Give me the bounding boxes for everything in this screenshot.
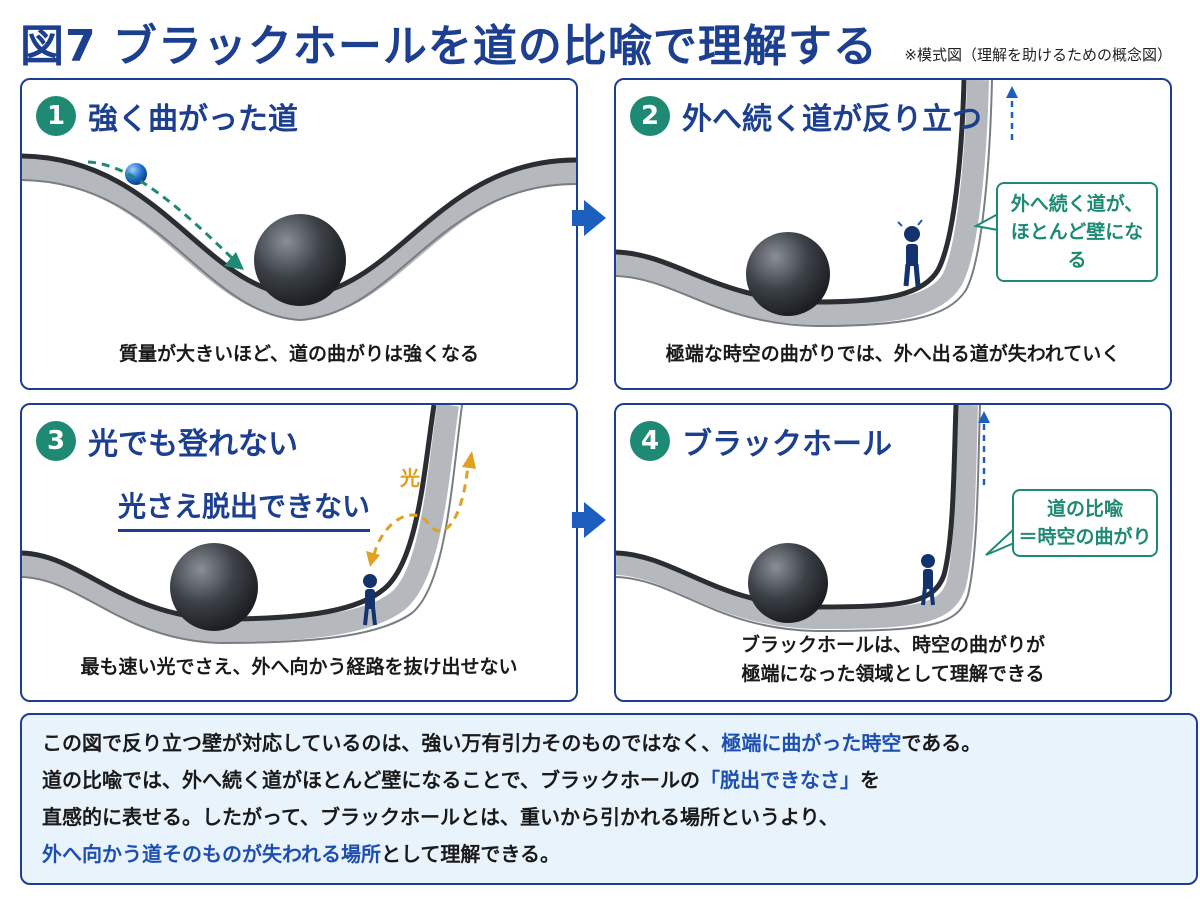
summary-box: この図で反り立つ壁が対応しているのは、強い万有引力そのものではなく、極端に曲がっ…: [20, 713, 1198, 885]
panel-4-caption: ブラックホールは、時空の曲がりが 極端になった領域として理解できる: [616, 631, 1170, 689]
panel-1-title: 1 強く曲がった道: [36, 94, 298, 138]
panel-2: 2 外へ続く道が反り立つ 外へ続く道が、 ほとんど壁になる 極端な時空の曲がりで…: [614, 78, 1172, 390]
panel-1-caption-line: 質量が大きいほど、道の曲がりは強くなる: [118, 343, 480, 365]
panel-4: 4 ブラックホール 道の比喩 ＝時空の曲がり ブラックホールは、時空の曲がりが …: [614, 403, 1172, 702]
road-bottom-edge: [22, 405, 463, 645]
heavy-mass-sphere: [746, 232, 830, 316]
flow-arrow-right-icon: [572, 502, 606, 538]
summary-highlight: 「脱出できなさ」: [700, 768, 860, 792]
road-surface: [22, 156, 576, 321]
page-title: 図7 ブラックホールを道の比喩で理解する: [20, 21, 878, 72]
roll-path-arrow: [87, 160, 234, 260]
panel-4-title: 4 ブラックホール: [630, 419, 892, 463]
surprise-mark: [897, 221, 903, 227]
panel-2-number: 2: [630, 96, 670, 136]
light-label: 光: [400, 466, 420, 490]
upward-arrowhead: [978, 411, 990, 423]
callout-tail: [985, 526, 1015, 556]
person-figure: [921, 554, 935, 606]
panel-4-caption-line: ブラックホールは、時空の曲がりが: [740, 634, 1045, 656]
schematic-note: ※模式図（理解を助けるための概念図）: [904, 46, 1172, 64]
panel-2-illustration: [616, 80, 1018, 328]
summary-line: この図で反り立つ壁が対応しているのは、強い万有引力そのものではなく、極端に曲がっ…: [42, 725, 1186, 762]
road-edge: [616, 80, 967, 305]
summary-text: である。: [901, 731, 982, 755]
summary-line: 道の比喩では、外へ続く道がほとんど壁になることで、ブラックホールの「脱出できなさ…: [42, 762, 1186, 799]
panel-2-caption-line: 極端な時空の曲がりでは、外へ出る道が失われていく: [665, 343, 1121, 365]
panel-3-illustration: [22, 405, 476, 645]
panel-4-callout: 道の比喩 ＝時空の曲がり: [1012, 489, 1158, 557]
small-ball: [125, 163, 147, 185]
person-figure: [363, 574, 377, 626]
panel-4-heading: ブラックホール: [682, 427, 892, 462]
summary-line: 外へ向かう道そのものが失われる場所として理解できる。: [42, 836, 1186, 873]
panel-2-caption: 極端な時空の曲がりでは、外へ出る道が失われていく: [616, 340, 1170, 369]
panel-1-heading: 強く曲がった道: [88, 102, 298, 137]
callout-tail: [973, 212, 999, 232]
roll-arrowhead: [224, 252, 244, 270]
panel-1-number: 1: [36, 96, 76, 136]
summary-line: 直感的に表せる。したがって、ブラックホールとは、重いから引かれる場所というより、: [42, 799, 1186, 836]
panel-4-number: 4: [630, 421, 670, 461]
summary-text: この図で反り立つ壁が対応しているのは、強い万有引力そのものではなく、: [42, 731, 722, 755]
panel-3-heading: 光でも登れない: [88, 427, 298, 462]
summary-text: 道の比喩では、外へ続く道がほとんど壁になることで、ブラックホールの: [42, 768, 700, 792]
road-bottom-edge: [616, 405, 981, 633]
summary-text: として理解できる。: [381, 842, 560, 866]
panel-3-caption-line: 最も速い光でさえ、外へ向かう経路を抜け出せない: [80, 656, 518, 678]
panel-1-caption: 質量が大きいほど、道の曲がりは強くなる: [22, 340, 576, 369]
road-bottom-edge: [22, 179, 576, 322]
panel-3-subtitle: 光さえ脱出できない: [118, 485, 371, 532]
panel-4-caption-line: 極端になった領域として理解できる: [741, 663, 1045, 685]
panel-1-illustration: [22, 153, 576, 322]
header: 図7 ブラックホールを道の比喩で理解する ※模式図（理解を助けるための概念図）: [20, 8, 1180, 76]
light-arrowhead-down: [366, 551, 380, 567]
panel-1: 1 強く曲がった道 質量が大きいほど、道の曲がりは強くなる: [20, 78, 578, 390]
road-bottom-edge: [616, 80, 993, 328]
callout-line: ほとんど壁になる: [1010, 221, 1144, 271]
summary-highlight: 極端に曲がった時空: [721, 731, 902, 755]
light-arrowhead-up: [462, 451, 476, 469]
summary-text: 直感的に表せる。したがって、ブラックホールとは、重いから引かれる場所というより、: [42, 805, 839, 829]
road-surface: [616, 80, 989, 326]
panel-2-callout: 外へ続く道が、 ほとんど壁になる: [996, 182, 1158, 282]
light-path: [372, 464, 470, 556]
panel-2-title: 2 外へ続く道が反り立つ: [630, 94, 982, 138]
panel-3-title: 3 光でも登れない: [36, 419, 298, 463]
callout-line: 道の比喩: [1046, 498, 1123, 520]
road-edge: [22, 405, 437, 622]
heavy-mass-sphere: [170, 543, 258, 631]
person-figure: [903, 226, 921, 287]
flow-arrow-right-icon: [572, 200, 606, 236]
panel-3-caption: 最も速い光でさえ、外へ向かう経路を抜け出せない: [22, 653, 576, 682]
road-edge: [616, 405, 959, 610]
heavy-mass-sphere: [748, 543, 828, 623]
upward-arrowhead: [1006, 86, 1018, 98]
panel-3: 3 光でも登れない 光さえ脱出できない 光 最も速い光でさえ、外へ向かう経路を抜…: [20, 403, 578, 702]
summary-text: を: [860, 768, 880, 792]
panel-3-number: 3: [36, 421, 76, 461]
callout-line: 外へ続く道が、: [1010, 193, 1144, 215]
callout-line: ＝時空の曲がり: [1018, 526, 1152, 548]
heavy-mass-sphere: [254, 214, 346, 306]
road-surface: [616, 405, 978, 630]
panel-4-illustration: [616, 405, 1015, 633]
summary-highlight: 外へ向かう道そのものが失われる場所: [42, 842, 381, 866]
surprise-mark: [917, 219, 923, 226]
road-surface: [22, 405, 459, 643]
panel-2-heading: 外へ続く道が反り立つ: [682, 102, 982, 137]
